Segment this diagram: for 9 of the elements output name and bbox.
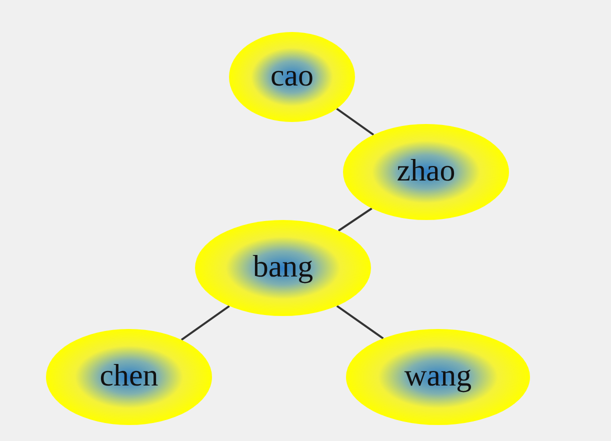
connector-line (180, 305, 230, 341)
node-label: chen (100, 358, 158, 394)
node-label: bang (252, 248, 314, 285)
node-label: zhao (396, 152, 456, 189)
connector-line (338, 208, 372, 232)
connector-line (336, 305, 384, 340)
node-label: wang (404, 358, 472, 394)
node-label: cao (270, 58, 314, 94)
connector-line (336, 108, 374, 136)
